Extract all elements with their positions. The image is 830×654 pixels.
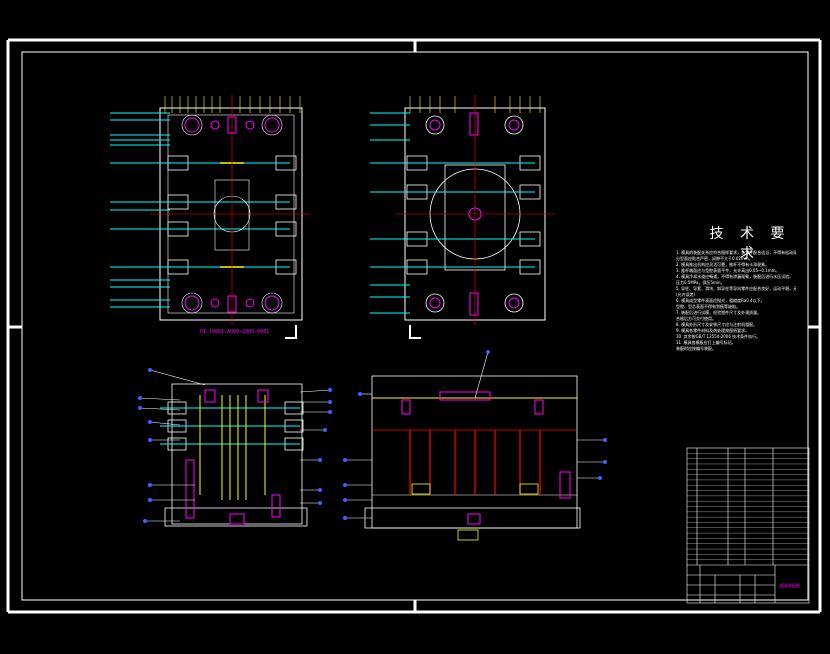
- bottom-left-section-view: [138, 368, 332, 527]
- tech-note-line: 7. 装配后进行试模，检验塑件尺寸及外观质量。: [676, 310, 762, 315]
- outer-frame: [6, 38, 822, 614]
- bottom-right-section-view: [343, 350, 607, 541]
- tech-note-line: 2. 模具推出机构应灵活可靠，推杆不得有卡滞现象。: [676, 262, 770, 267]
- tech-note-line: 1. 模具的装配关系应符合图样要求，各零件配合适当，不得有松动现象。: [676, 250, 796, 255]
- tech-note-line: 10. 其余按GB/T 12554-2006 技术条件执行。: [676, 334, 761, 339]
- tech-note-line: (允许误差): [676, 292, 696, 297]
- tech-note-line: 11. 模具各模板应打上编号标记。: [676, 340, 736, 345]
- tech-note-line: 装配时应按编号装配。: [676, 346, 716, 351]
- tech-note-line: 5. 导柱、导套、滑块、斜导柱等导向零件应配合良好，运动平稳，无卡死。: [676, 286, 796, 291]
- tech-note-line: 合格后方可交付使用。: [676, 316, 716, 321]
- top-right-plan-view: [370, 95, 555, 339]
- tech-note-line: 压力0.5MPa，保压5min。: [676, 280, 725, 285]
- tech-requirements-notes: 1. 模具的装配关系应符合图样要求，各零件配合适当，不得有松动现象。 分型面应贴…: [676, 250, 796, 352]
- tech-note-line: 分型面应贴合严密，间隙不大于0.02mm。: [676, 256, 753, 261]
- tech-requirements-title: 技 术 要 求: [709, 226, 791, 262]
- top-left-plan-view: 01-10001-A000-2000-0001: [110, 95, 310, 339]
- tech-note-line: 8. 模具外形尺寸及安装尺寸应与注射机相配。: [676, 322, 758, 327]
- tech-note-line: 型腔、型芯表面不得有划痕等缺陷。: [676, 304, 740, 309]
- tech-note-line: 4. 模具冷却水道应畅通，不得有渗漏现象，装配后进行水压试验。: [676, 274, 794, 279]
- tech-note-line: 9. 模具各零件材料及热处理按图纸要求。: [676, 328, 750, 333]
- title-block-caption: 模具装配图: [780, 582, 800, 588]
- drawing-number-label: 01-10001-A000-2000-0001: [200, 329, 269, 335]
- inner-frame: [21, 51, 809, 601]
- bill-of-materials-table: [686, 447, 810, 604]
- tech-note-line: 3. 推杆端面应与型腔表面平齐，允许高出0.05~0.1mm。: [676, 268, 780, 273]
- tech-note-line: 6. 模具成型零件表面应抛光，粗糙度Ra0.4以下。: [676, 298, 765, 303]
- bom-rows: [687, 453, 809, 560]
